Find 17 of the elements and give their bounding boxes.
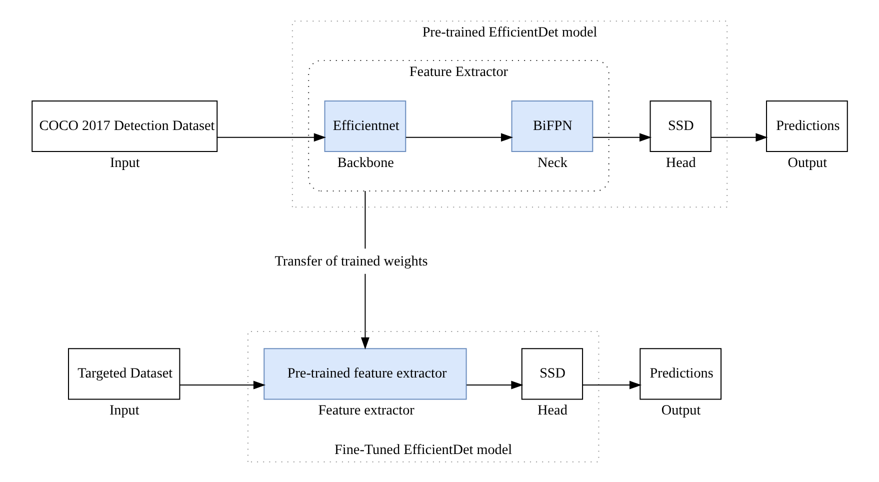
arrow	[466, 380, 524, 389]
node-label: Neck	[538, 154, 568, 170]
edge-label: Transfer of trained weights	[274, 252, 428, 269]
node-label: Output	[788, 154, 828, 170]
arrow	[592, 132, 652, 142]
node-label: Head	[538, 402, 568, 418]
arrow	[180, 380, 266, 389]
node-label: Output	[661, 402, 701, 418]
arrow	[711, 132, 768, 142]
node-label: Backbone	[337, 154, 394, 170]
node-label: Input	[110, 154, 140, 170]
node-label: Feature extractor	[318, 402, 414, 418]
node-label: Head	[666, 154, 696, 170]
arrow	[582, 380, 642, 389]
node-label: Input	[109, 402, 140, 418]
arrow	[406, 132, 514, 142]
arrow	[216, 132, 326, 142]
